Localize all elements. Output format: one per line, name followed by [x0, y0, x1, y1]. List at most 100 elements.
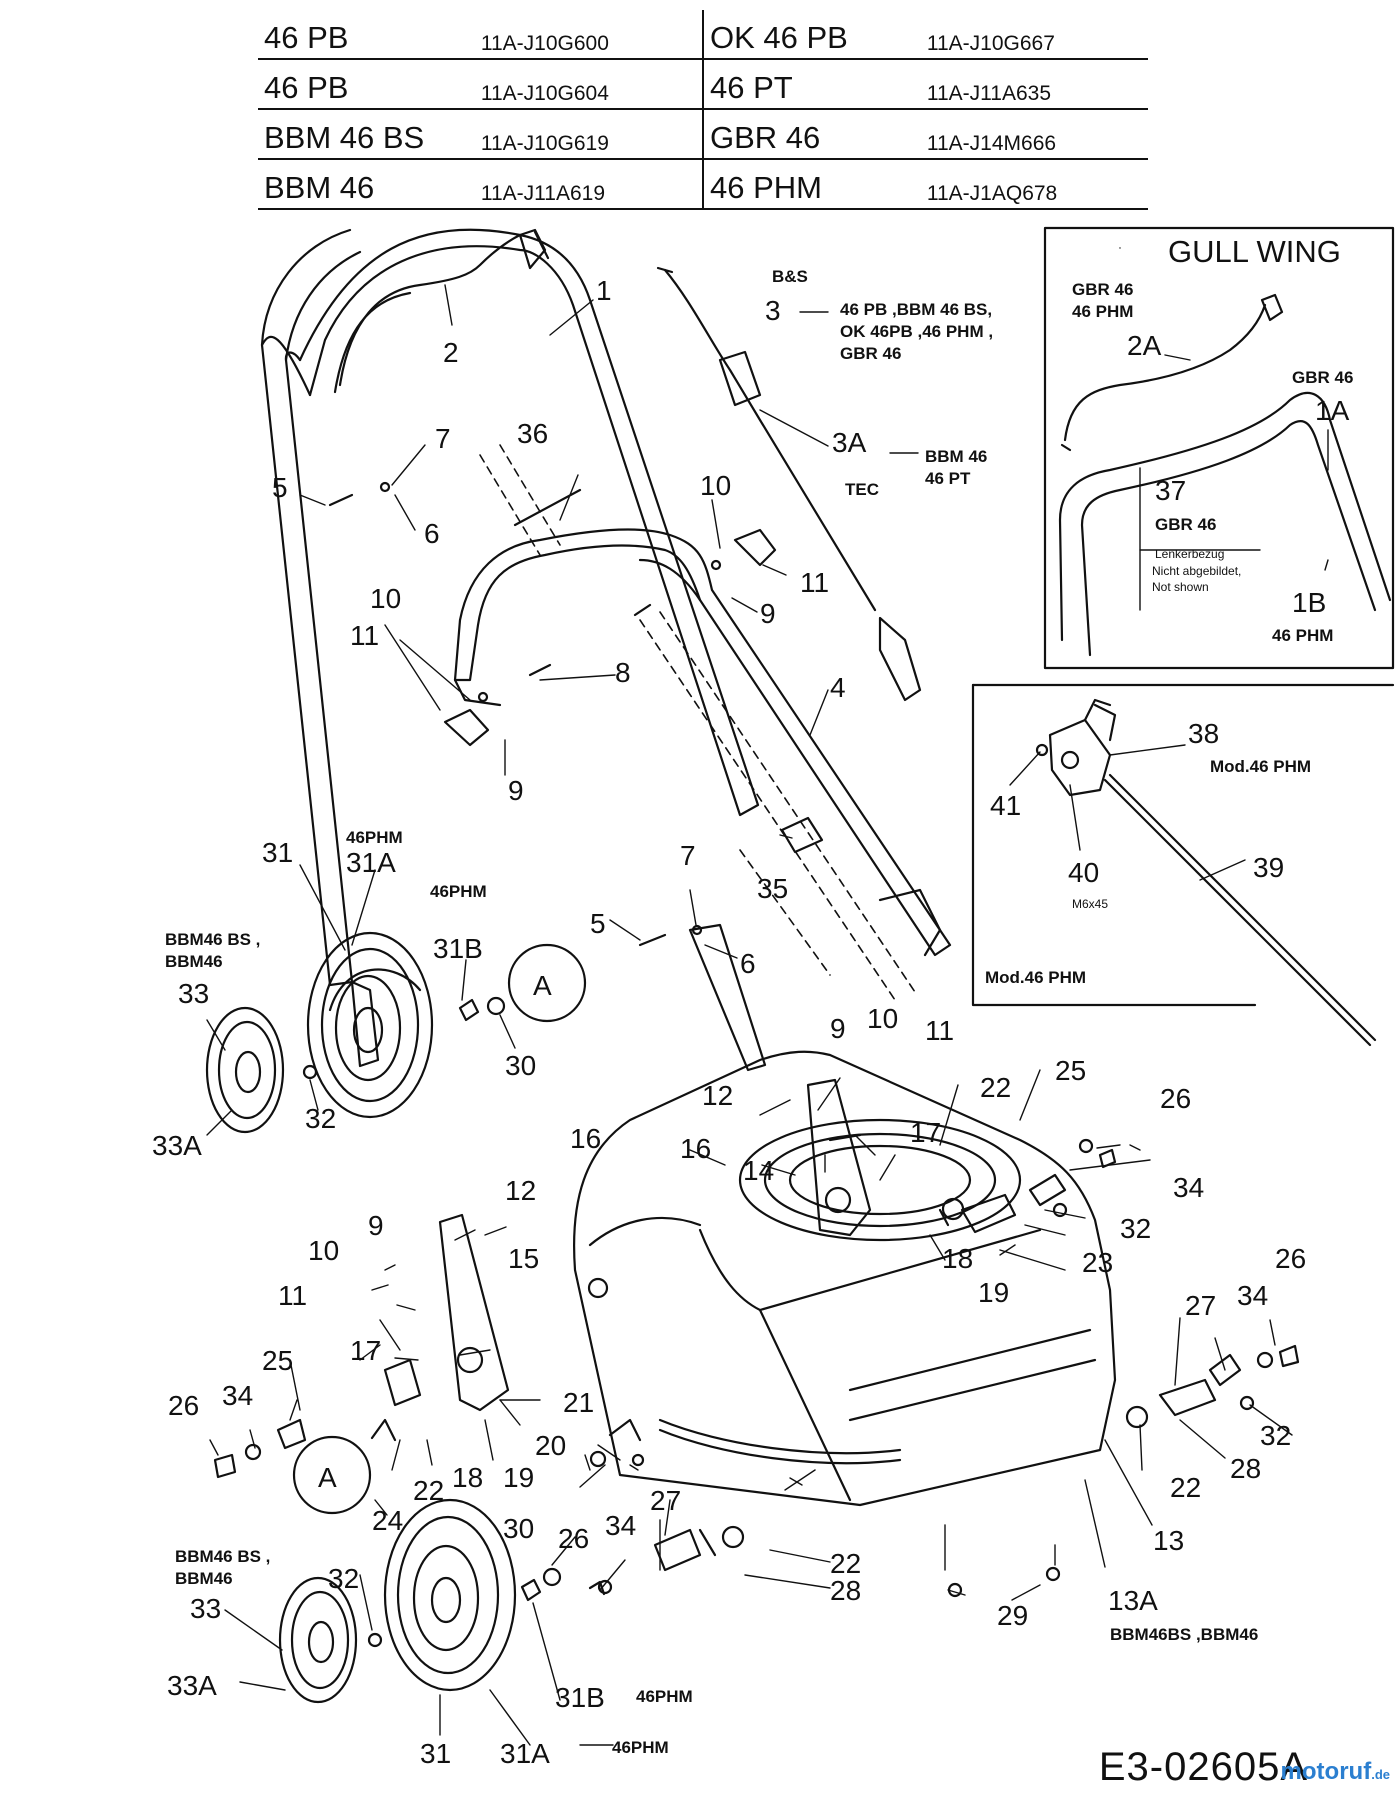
model-code: 11A-J10G604: [474, 59, 703, 110]
cable-3: [656, 266, 922, 702]
note-text: GBR 46: [1155, 515, 1216, 534]
model-name: BBM 46: [258, 159, 475, 210]
note-text: M6x45: [1072, 897, 1108, 911]
part-label: 33A: [152, 1130, 202, 1161]
part-label: 38: [1188, 718, 1219, 749]
hubcap-33-lower: [278, 1576, 358, 1704]
model-name: BBM 46 BS: [258, 109, 475, 160]
part-label: 41: [990, 790, 1021, 821]
part-label: 1A: [1315, 395, 1350, 426]
part-label: 31A: [500, 1738, 550, 1769]
circle-callout-label: A: [318, 1462, 337, 1493]
part-label: 4: [830, 672, 846, 703]
part-label: 23: [1082, 1247, 1113, 1278]
part-label: 2A: [1127, 330, 1162, 361]
nut-31b-upper: [458, 998, 480, 1022]
note-text: Lenkerbezug: [1155, 547, 1224, 561]
part-label: 33A: [167, 1670, 217, 1701]
part-label: 31: [262, 837, 293, 868]
note-text: 46 PB ,BBM 46 BS,: [840, 300, 992, 319]
part-label: 8: [615, 657, 631, 688]
note-text: 46PHM: [346, 828, 403, 847]
part-label: 3A: [832, 427, 867, 458]
gull-wing-title: GULL WING: [1168, 234, 1341, 269]
note-text: Mod.46 PHM: [1210, 757, 1311, 776]
part-label: 26: [558, 1523, 589, 1554]
part-label: 33: [190, 1593, 221, 1624]
model-code: 11A-J11A619: [474, 159, 703, 210]
control-bar: [333, 228, 550, 394]
model-name: 46 PB: [258, 59, 475, 110]
part-label: 20: [535, 1430, 566, 1461]
model-table: 46 PB 11A-J10G600 OK 46 PB 11A-J10G667 4…: [258, 10, 1148, 210]
part-label: 9: [760, 598, 776, 629]
part-label: 1: [596, 275, 612, 306]
note-text: OK 46PB ,46 PHM ,: [840, 322, 993, 341]
table-row: 46 PB 11A-J10G604 46 PT 11A-J11A635: [258, 59, 1148, 110]
note-text: GBR 46: [840, 344, 901, 363]
part-label: 6: [740, 948, 756, 979]
model-name: 46 PB: [258, 10, 475, 60]
model-code: 11A-J10G619: [474, 109, 703, 160]
throttle-cable-39: [1103, 778, 1372, 1047]
phm-inset-left-border: [971, 683, 1257, 1007]
note-text: B&S: [772, 267, 808, 286]
part-label: 37: [1155, 475, 1186, 506]
part-label: 9: [508, 775, 524, 806]
part-label: 24: [372, 1505, 403, 1536]
part-label: 32: [328, 1563, 359, 1594]
part-label: 7: [680, 840, 696, 871]
motoruf-logo[interactable]: motoruf.de: [1281, 1758, 1390, 1786]
part-label: 2: [443, 337, 459, 368]
washer-30-upper: [486, 996, 506, 1016]
note-text: 46PHM: [430, 882, 487, 901]
table-row: BBM 46 BS 11A-J10G619 GBR 46 11A-J14M666: [258, 109, 1148, 160]
part-label: 13A: [1108, 1585, 1158, 1616]
part-label: 34: [1173, 1172, 1204, 1203]
nut-32-upper: [302, 1064, 318, 1080]
note-text: 46 PT: [925, 469, 971, 488]
part-label: 26: [1160, 1083, 1191, 1114]
note-text: GBR 46: [1292, 368, 1353, 387]
leader-lines: [206, 247, 1329, 1746]
part-label: 16: [680, 1133, 711, 1164]
part-label: 7: [435, 423, 451, 454]
part-label: 3: [765, 295, 781, 326]
part-label: 31B: [555, 1682, 605, 1713]
part-label: 16: [570, 1123, 601, 1154]
part-label: 26: [1275, 1243, 1306, 1274]
note-text: BBM46 BS ,: [165, 930, 260, 949]
front-wheel-upper: [306, 931, 434, 1119]
part-label: 32: [1120, 1213, 1151, 1244]
part-label: 26: [168, 1390, 199, 1421]
part-label: 28: [1230, 1453, 1261, 1484]
part-label: 35: [757, 873, 788, 904]
note-text: 46PHM: [636, 1687, 693, 1706]
part-label: 6: [424, 518, 440, 549]
clip-35: [780, 816, 824, 854]
part-label: 11: [278, 1280, 307, 1311]
gull-wing-handle: [1058, 293, 1392, 657]
knob-and-bolt-set: [328, 481, 777, 947]
part-label: 12: [702, 1080, 733, 1111]
note-text: Nicht abgebildet,: [1152, 564, 1241, 578]
part-label: 32: [305, 1103, 336, 1134]
part-label: 22: [413, 1475, 444, 1506]
model-name: GBR 46: [701, 109, 921, 160]
note-text: BBM46BS ,BBM46: [1110, 1625, 1258, 1644]
part-label: 19: [978, 1277, 1009, 1308]
cable-dashed-36: [479, 444, 916, 1001]
part-label: 13: [1153, 1525, 1184, 1556]
part-label: 31B: [433, 933, 483, 964]
diagram-reference-number: E3-02605A: [1098, 1745, 1308, 1789]
washer-30-lower: [542, 1567, 562, 1587]
part-label: 25: [1055, 1055, 1086, 1086]
note-text: 46PHM: [612, 1738, 669, 1757]
note-text: 46 PHM: [1072, 302, 1133, 321]
part-label: 1B: [1292, 587, 1326, 618]
note-text: 46 PHM: [1272, 626, 1333, 645]
part-label: 12: [505, 1175, 536, 1206]
model-notes: B&S 46 PB ,BBM 46 BS, OK 46PB ,46 PHM , …: [165, 234, 1353, 1757]
throttle-lever-38: [1035, 698, 1117, 797]
